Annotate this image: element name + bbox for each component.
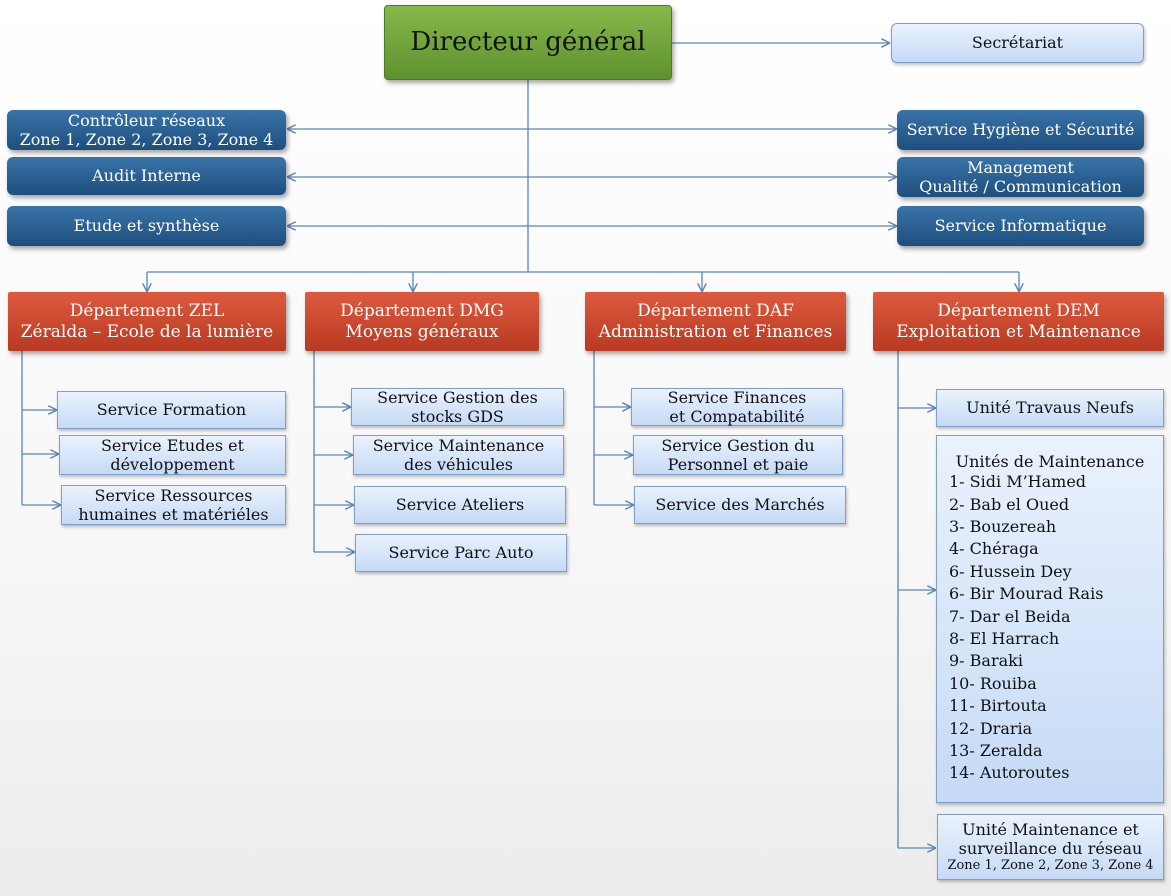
service-stock-box[interactable]: Service Gestion des stocks GDS: [351, 388, 564, 426]
box-line: Unité Travaus Neufs: [966, 398, 1134, 418]
box-line: Service Parc Auto: [388, 543, 534, 563]
box-line: Service Formation: [96, 400, 247, 420]
box-line: Contrôleur réseaux: [67, 110, 226, 130]
director-box[interactable]: Directeur général: [384, 5, 672, 80]
box-line: Management: [967, 157, 1074, 177]
maintenance-units-title: Unités de Maintenance: [955, 452, 1145, 471]
box-line: Moyens généraux: [345, 321, 499, 342]
department-daf-box[interactable]: Département DAF Administration et Financ…: [585, 292, 846, 351]
list-item: 6- Bir Mourad Rais: [949, 584, 1104, 604]
unit-new-works-box[interactable]: Unité Travaus Neufs: [936, 389, 1164, 427]
director-label: Directeur général: [410, 26, 646, 57]
list-item: 12- Draria: [949, 718, 1033, 738]
network-controller-box[interactable]: Contrôleur réseaux Zone 1, Zone 2, Zone …: [7, 110, 286, 150]
box-line: Département ZEL: [69, 301, 225, 322]
box-line: Service Ressources: [94, 485, 253, 505]
it-service-box[interactable]: Service Informatique: [897, 206, 1144, 246]
service-hr-box[interactable]: Service Ressources humaines et matériéle…: [61, 485, 286, 525]
box-line: Zone 1, Zone 2, Zone 3, Zone 4: [19, 130, 274, 149]
service-fleet-box[interactable]: Service Parc Auto: [355, 534, 567, 572]
box-line: Service Gestion des: [377, 387, 538, 407]
list-item: 9- Baraki: [949, 651, 1023, 671]
list-item: 4- Chéraga: [949, 539, 1039, 559]
service-studies-box[interactable]: Service Etudes et développement: [59, 435, 286, 475]
box-line: Service Ateliers: [395, 495, 525, 515]
list-item: 14- Autoroutes: [949, 763, 1070, 783]
service-vehicle-maintenance-box[interactable]: Service Maintenance des véhicules: [353, 435, 564, 475]
box-line: Etude et synthèse: [73, 216, 220, 236]
list-item: 1- Sidi M’Hamed: [949, 472, 1087, 492]
service-payroll-box[interactable]: Service Gestion du Personnel et paie: [633, 435, 843, 475]
department-zel-box[interactable]: Département ZEL Zéralda – Ecole de la lu…: [8, 292, 286, 351]
box-line: Unité Maintenance et: [962, 820, 1139, 840]
box-line: et Compatabilité: [669, 407, 805, 426]
box-line: Service Hygiène et Sécurité: [906, 120, 1135, 140]
box-line: stocks GDS: [411, 407, 504, 426]
hygiene-safety-box[interactable]: Service Hygiène et Sécurité: [897, 110, 1144, 150]
internal-audit-box[interactable]: Audit Interne: [7, 157, 286, 195]
box-line: Exploitation et Maintenance: [896, 321, 1141, 342]
box-line: Département DAF: [637, 301, 794, 322]
box-line: Département DMG: [340, 301, 504, 322]
box-line: Service Finances: [667, 387, 807, 407]
box-line: Personnel et paie: [667, 455, 809, 474]
box-line: Administration et Finances: [598, 321, 833, 342]
box-line: Service Etudes et: [100, 435, 245, 455]
secretariat-label: Secrétariat: [971, 33, 1064, 53]
service-finance-box[interactable]: Service Finances et Compatabilité: [631, 388, 843, 426]
box-line: Service Gestion du: [661, 435, 815, 455]
network-surveillance-box[interactable]: Unité Maintenance et surveillance du rés…: [937, 814, 1164, 880]
box-line: surveillance du réseau: [958, 839, 1143, 859]
service-markets-box[interactable]: Service des Marchés: [634, 486, 846, 524]
list-item: 3- Bouzereah: [949, 517, 1057, 536]
service-formation-box[interactable]: Service Formation: [57, 391, 286, 429]
list-item: 8- El Harrach: [949, 629, 1060, 649]
maintenance-units-box[interactable]: Unités de Maintenance 1- Sidi M’Hamed 2-…: [936, 435, 1164, 803]
department-dem-box[interactable]: Département DEM Exploitation et Maintena…: [873, 292, 1164, 351]
box-line: Service Informatique: [934, 216, 1107, 236]
box-line: Service Maintenance: [372, 435, 545, 455]
box-line: Service des Marchés: [655, 495, 825, 515]
list-item: 7- Dar el Beida: [949, 606, 1071, 626]
list-item: 2- Bab el Oued: [949, 494, 1070, 514]
quality-management-box[interactable]: Management Qualité / Communication: [897, 157, 1144, 197]
list-item: 10- Rouiba: [949, 673, 1037, 693]
box-line: Qualité / Communication: [919, 177, 1122, 196]
list-item: 11- Birtouta: [949, 696, 1047, 716]
department-dmg-box[interactable]: Département DMG Moyens généraux: [305, 292, 539, 351]
box-line: des véhicules: [404, 455, 513, 474]
list-item: 6- Hussein Dey: [949, 561, 1072, 581]
box-line: humaines et matériéles: [78, 505, 269, 524]
service-workshops-box[interactable]: Service Ateliers: [354, 486, 566, 524]
box-line: Zone 1, Zone 2, Zone 3, Zone 4: [947, 858, 1154, 874]
box-line: Zéralda – Ecole de la lumière: [20, 321, 274, 342]
box-line: développement: [110, 455, 235, 474]
list-item: 13- Zeralda: [949, 741, 1043, 761]
box-line: Audit Interne: [92, 166, 201, 186]
box-line: Département DEM: [937, 301, 1100, 322]
secretariat-box[interactable]: Secrétariat: [891, 23, 1144, 63]
study-synthesis-box[interactable]: Etude et synthèse: [7, 206, 286, 246]
maintenance-units-list: 1- Sidi M’Hamed 2- Bab el Oued 3- Bouzer…: [949, 471, 1103, 785]
